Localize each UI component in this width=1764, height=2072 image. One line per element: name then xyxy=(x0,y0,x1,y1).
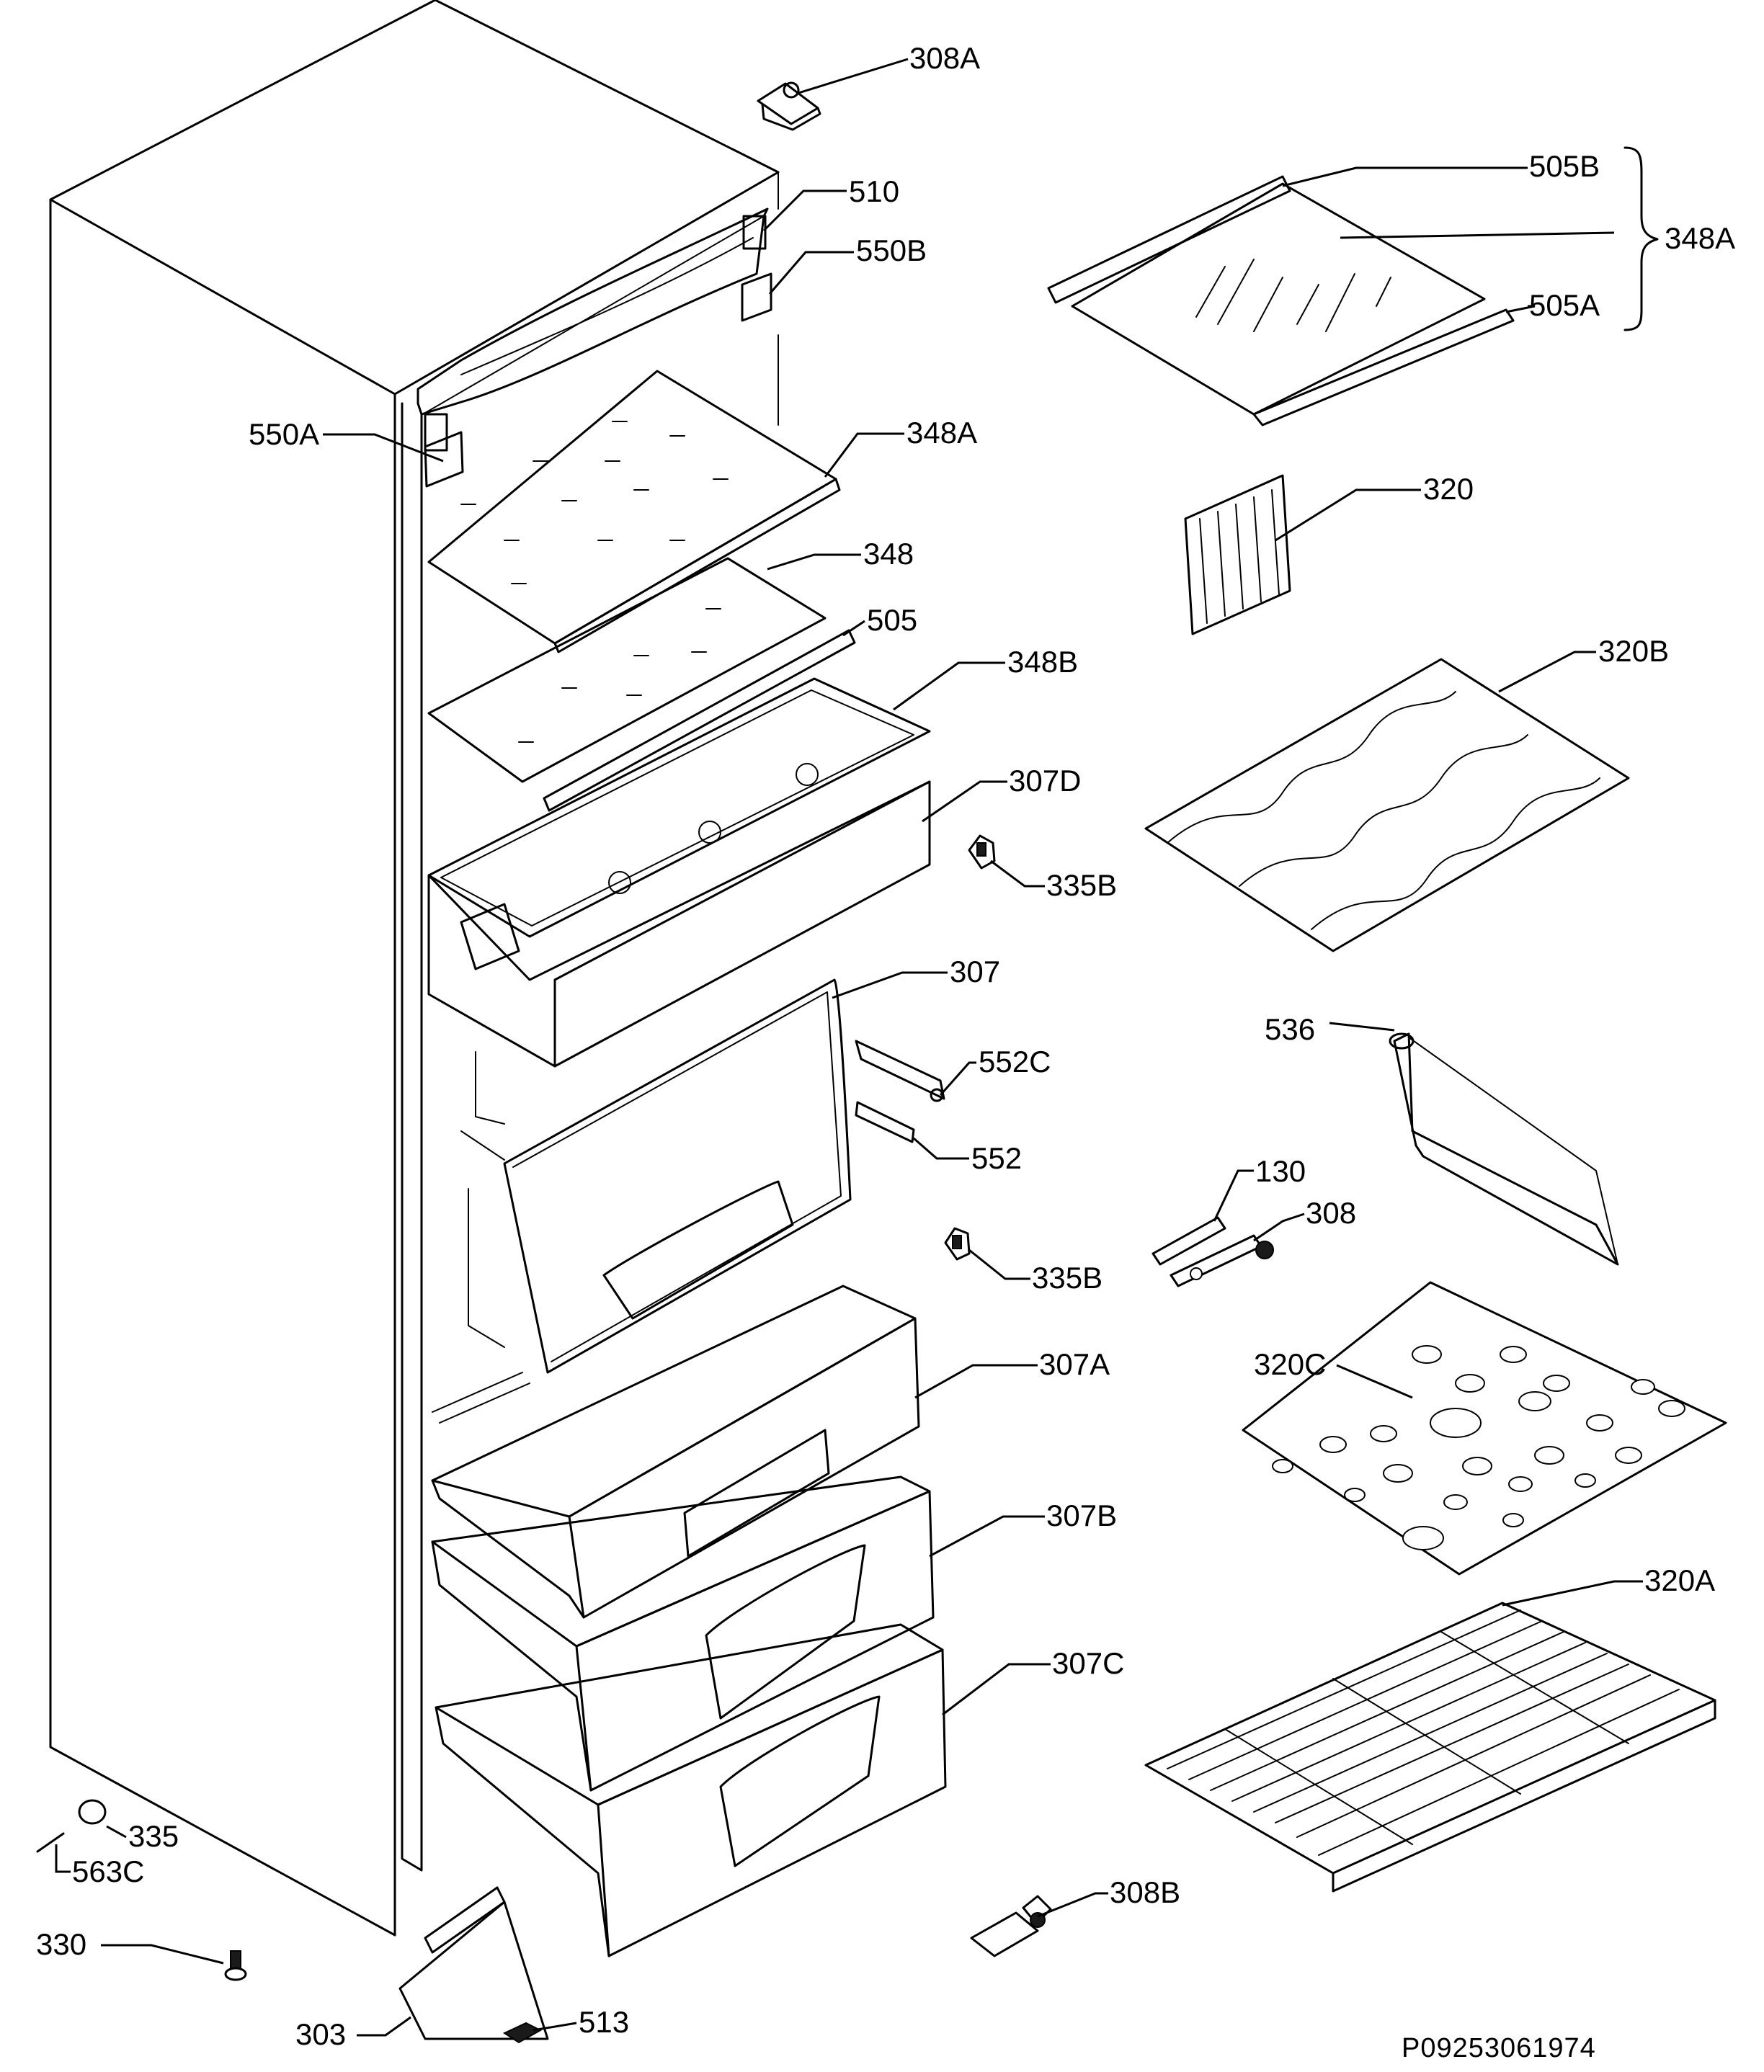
cabinet-body xyxy=(49,0,780,1937)
label-308b: 308B xyxy=(1110,1875,1180,1909)
plinth-303 xyxy=(398,1886,549,2040)
label-563c: 563C xyxy=(72,1854,144,1888)
callout-labels: 308A 510 550B 505B 348A 505A 550A 348A 3… xyxy=(36,41,1735,2051)
label-536: 536 xyxy=(1265,1012,1315,1046)
label-320b: 320B xyxy=(1598,634,1669,668)
label-335b-mid: 335B xyxy=(1032,1261,1102,1295)
pad-550a xyxy=(424,431,464,488)
label-552c: 552C xyxy=(979,1045,1051,1079)
label-303: 303 xyxy=(295,2017,346,2051)
wine-rack-320b xyxy=(1144,658,1630,952)
label-307c: 307C xyxy=(1052,1646,1124,1680)
drawer-307b xyxy=(431,1475,935,1792)
label-510: 510 xyxy=(849,174,899,208)
glass-shelf-348a-cabinet xyxy=(427,370,841,653)
clip-513 xyxy=(502,2022,543,2044)
hinge-308 xyxy=(1170,1234,1274,1287)
label-320a: 320A xyxy=(1644,1563,1715,1597)
foot-335 xyxy=(78,1799,107,1825)
glass-shelf-348a-assembly xyxy=(1047,175,1515,427)
label-348: 348 xyxy=(863,537,914,571)
diagram-code: P09253061974 xyxy=(1402,2033,1596,2063)
divider-536 xyxy=(1389,1032,1619,1266)
label-320: 320 xyxy=(1423,472,1474,506)
perforated-plate-320c xyxy=(1242,1281,1727,1576)
drawer-307d xyxy=(427,780,931,1068)
drawer-307c xyxy=(435,1623,947,1957)
hinge-plate-130 xyxy=(1152,1216,1226,1266)
label-550a: 550A xyxy=(249,417,319,451)
rail-552c xyxy=(855,1040,945,1102)
frame-510 xyxy=(416,207,769,452)
glass-shelf-348 xyxy=(427,557,827,783)
label-335b-top: 335B xyxy=(1046,868,1117,902)
label-505a: 505A xyxy=(1529,288,1600,322)
drawer-307 xyxy=(460,978,852,1374)
hinge-308a xyxy=(757,81,821,131)
label-348b: 348B xyxy=(1007,645,1078,679)
label-130: 130 xyxy=(1255,1154,1306,1188)
wire-shelf-320a xyxy=(1144,1602,1716,1893)
hinge-308b xyxy=(970,1895,1052,1957)
label-308: 308 xyxy=(1306,1196,1356,1230)
label-513: 513 xyxy=(579,2005,629,2039)
pin-563c xyxy=(36,1832,65,1853)
label-307d: 307D xyxy=(1009,764,1081,798)
label-308a: 308A xyxy=(909,41,980,75)
rail-552 xyxy=(855,1101,915,1143)
label-330: 330 xyxy=(36,1927,86,1961)
drawer-307a xyxy=(431,1285,920,1619)
bracket-335b-top xyxy=(968,834,996,870)
screw-330 xyxy=(224,1950,247,1981)
label-505b: 505B xyxy=(1529,149,1600,183)
bracket-335b-mid xyxy=(944,1227,971,1261)
label-348a-group: 348A xyxy=(1665,221,1735,255)
pad-550b xyxy=(741,272,772,322)
crisper-cover-348b xyxy=(427,677,931,938)
label-307b: 307B xyxy=(1046,1499,1117,1532)
label-550b: 550B xyxy=(856,233,927,267)
shelf-trim-505 xyxy=(543,629,856,812)
label-335: 335 xyxy=(128,1819,179,1853)
leader-lines xyxy=(55,58,1643,2037)
label-348a: 348A xyxy=(906,416,977,450)
filter-320 xyxy=(1184,474,1291,635)
label-552: 552 xyxy=(971,1141,1022,1175)
label-307a: 307A xyxy=(1039,1347,1110,1381)
label-505: 505 xyxy=(867,603,917,637)
label-307: 307 xyxy=(950,955,1000,988)
label-320c: 320C xyxy=(1254,1347,1326,1381)
group-bracket-348a xyxy=(1623,146,1659,331)
